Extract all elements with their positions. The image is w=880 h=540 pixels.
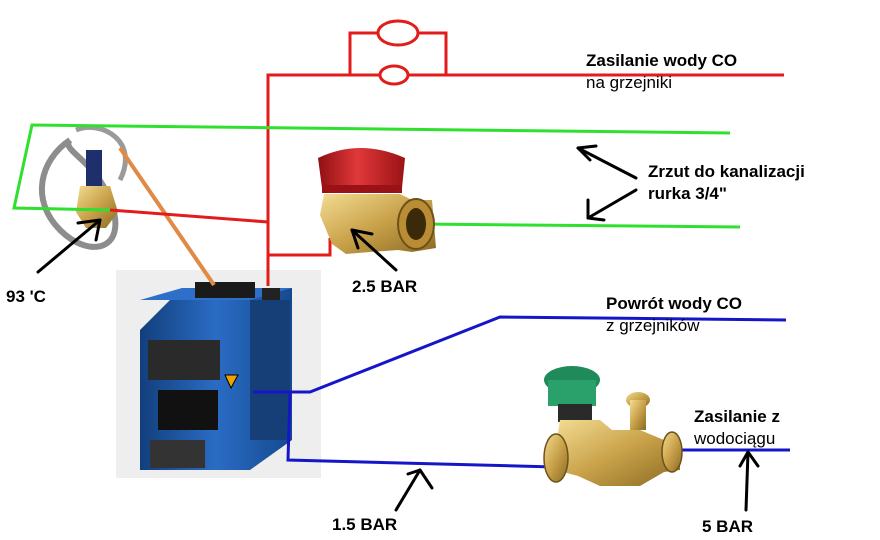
arrow-icon: [576, 144, 638, 180]
boiler-photo: [116, 270, 321, 478]
supply-label-line2: na grzejniki: [586, 73, 672, 92]
return-label-line1: Powrót wody CO: [606, 294, 742, 313]
arrow-icon: [350, 228, 398, 272]
mains-pressure-label: 5 BAR: [702, 517, 754, 536]
arrow-icon: [394, 468, 434, 512]
pressure-reducer-photo: [543, 366, 683, 486]
arrow-icon: [36, 218, 102, 274]
arrow-icon: [738, 450, 760, 512]
return-label-line2: z grzejników: [606, 316, 700, 335]
return-pressure-label: 1.5 BAR: [332, 515, 398, 534]
safety-valve-photo: [318, 148, 436, 254]
drain-label-line1: Zrzut do kanalizacji: [648, 162, 805, 181]
drain-pipes: [12, 123, 741, 229]
mains-label-line2: wodociągu: [694, 429, 776, 448]
thermal-valve-photo: [39, 124, 216, 287]
supply-label-line1: Zasilanie wody CO: [586, 51, 738, 70]
pump-symbol-top: [376, 19, 420, 47]
arrow-icon: [586, 188, 638, 222]
safety-valve-label: 2.5 BAR: [352, 277, 418, 296]
mains-label-line1: Zasilanie z: [694, 407, 780, 426]
pump-symbol-bottom: [378, 64, 410, 86]
drain-label-line2: rurka 3/4": [648, 184, 727, 203]
return-pipes: [253, 315, 790, 469]
temp-valve-label: 93 'C: [6, 287, 46, 306]
